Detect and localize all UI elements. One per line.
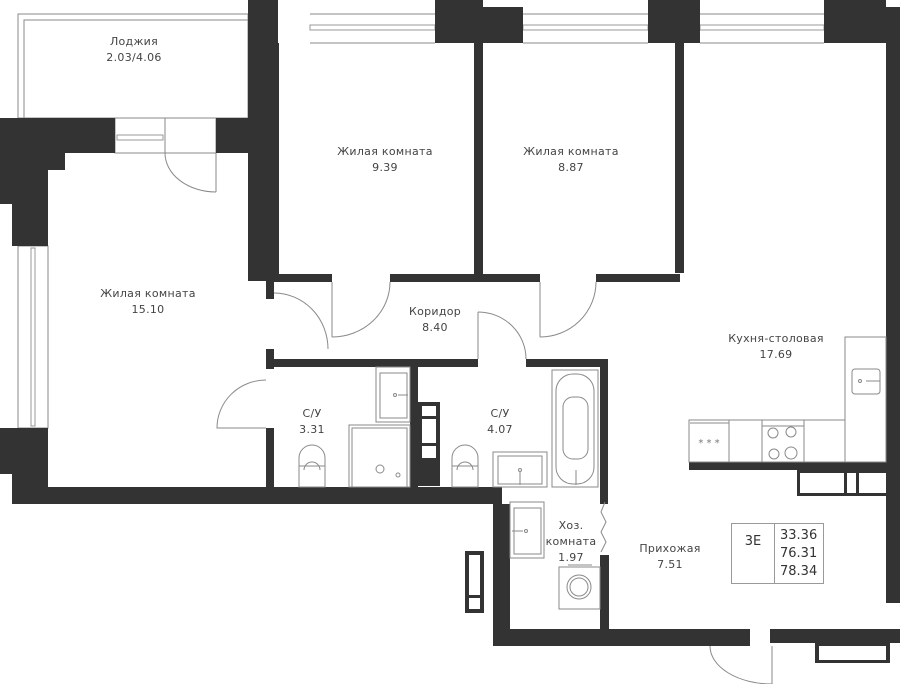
- room-label-kitchen: Кухня-столовая 17.69: [728, 331, 824, 363]
- sink-icon: [375, 366, 411, 423]
- apartment-summary: 3E 33.36 76.31 78.34: [731, 523, 824, 584]
- room-area: 8.40: [422, 321, 448, 334]
- window-icon: [114, 117, 166, 154]
- room-label-loggia: Лоджия 2.03/4.06: [106, 34, 161, 66]
- room-name: Жилая комната: [100, 287, 196, 300]
- total-area: 76.31: [780, 546, 818, 561]
- cooktop-icon: * * *: [690, 420, 730, 462]
- loggia-outline: [17, 13, 249, 119]
- room-label-corridor: Коридор 8.40: [409, 304, 461, 336]
- door-icon: [539, 281, 597, 338]
- room-area: 7.51: [657, 558, 683, 571]
- room-name-line2: комната: [545, 535, 597, 548]
- room-name: Лоджия: [109, 35, 159, 48]
- room-area: 8.87: [558, 161, 584, 174]
- stove-icon: [761, 419, 805, 463]
- room-name: С/У: [302, 407, 322, 420]
- room-name: Кухня-столовая: [728, 332, 824, 345]
- room-name: Жилая комната: [523, 145, 619, 158]
- room-name: Коридор: [408, 305, 462, 318]
- summary-divider: [774, 524, 775, 583]
- room-label-bedroom-1: Жилая комната 9.39: [337, 144, 433, 176]
- room-area: 1.97: [558, 551, 584, 564]
- door-icon: [164, 117, 217, 193]
- room-area: 3.31: [299, 423, 325, 436]
- shower-icon: [348, 424, 411, 488]
- walls: [0, 0, 900, 663]
- kitchen-counter: [688, 336, 887, 463]
- toilet-icon: [451, 444, 479, 488]
- accordion-door-icon: [600, 501, 607, 553]
- door-icon: [273, 292, 329, 350]
- toilet-icon: [298, 444, 326, 488]
- washing-machine-icon: [558, 564, 601, 610]
- door-icon: [216, 379, 267, 429]
- room-label-bedroom-2: Жилая комната 8.87: [523, 144, 619, 176]
- room-area: 15.10: [131, 303, 165, 316]
- door-icon: [331, 281, 391, 338]
- room-name: Хоз.: [558, 519, 584, 532]
- area-values: 33.36 76.31 78.34: [780, 527, 817, 581]
- room-label-living-room: Жилая комната 15.10: [100, 286, 196, 318]
- window-icon: [309, 13, 436, 44]
- living-area: 33.36: [780, 528, 818, 543]
- room-name: Прихожая: [639, 542, 701, 555]
- room-area: 17.69: [759, 348, 793, 361]
- total-area-with-loggia: 78.34: [780, 564, 818, 579]
- window-icon: [699, 13, 825, 44]
- kitchen-sink-icon: [851, 368, 881, 395]
- door-icon: [477, 311, 527, 360]
- sink-icon: [492, 451, 548, 488]
- room-name: Жилая комната: [337, 145, 433, 158]
- window-icon: [17, 245, 49, 429]
- room-label-hallway: Прихожая 7.51: [639, 541, 700, 573]
- room-label-bathroom-1: С/У 3.31: [299, 406, 325, 438]
- svg-text:* * *: * * *: [698, 438, 719, 449]
- sink-icon: [509, 501, 545, 559]
- room-name: С/У: [490, 407, 510, 420]
- room-label-bathroom-2: С/У 4.07: [487, 406, 513, 438]
- room-label-utility: Хоз. комната 1.97: [546, 518, 597, 566]
- door-icon: [709, 645, 773, 684]
- room-area: 9.39: [372, 161, 398, 174]
- room-area: 4.07: [487, 423, 513, 436]
- apartment-type: 3E: [744, 534, 762, 549]
- window-icon: [522, 13, 649, 44]
- bathtub-icon: [551, 369, 599, 488]
- room-area: 2.03/4.06: [106, 51, 162, 64]
